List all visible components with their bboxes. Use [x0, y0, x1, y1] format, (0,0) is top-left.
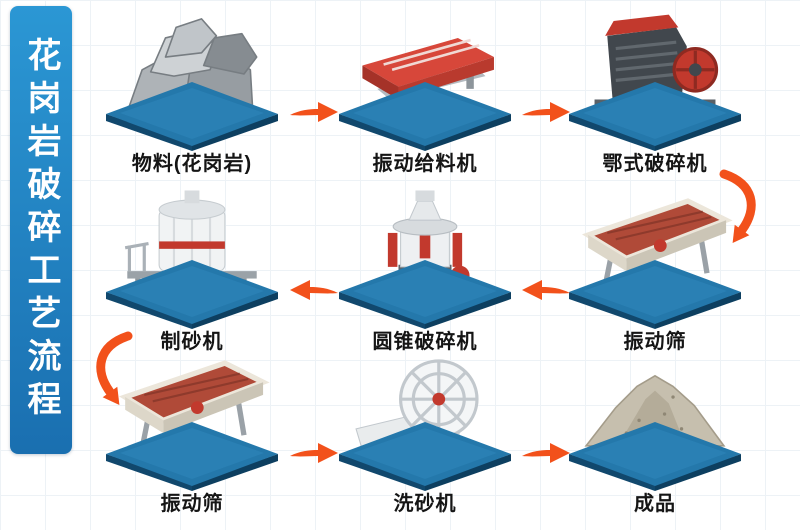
node-label: 成品: [634, 493, 676, 515]
arrow-right-row1-1: [288, 99, 340, 125]
flow-node-cone-crusher: 圆锥破碎机: [315, 178, 535, 354]
flow-node-vibrating-feeder: 振动给料机: [315, 0, 535, 176]
platform: [339, 260, 511, 329]
title-banner: 花岗岩破碎工艺流程: [10, 6, 72, 454]
arrow-curve-down-left-side: [84, 330, 148, 406]
flow-node-vibrating-screen-2: 振动筛: [82, 340, 302, 516]
arrow-left-row2-2: [288, 277, 340, 303]
node-label: 振动筛: [623, 331, 687, 353]
platform: [339, 82, 511, 151]
page-title: 花岗岩破碎工艺流程: [22, 36, 60, 424]
node-label: 圆锥破碎机: [372, 331, 478, 353]
flow-node-sand-maker: 制砂机: [82, 178, 302, 354]
flow-node-sand-washer: 洗砂机: [315, 340, 535, 516]
arrow-right-row1-2: [520, 99, 572, 125]
flow-node-material: 物料(花岗岩): [82, 0, 302, 176]
node-label: 洗砂机: [393, 493, 457, 515]
node-label: 物料(花岗岩): [131, 153, 253, 175]
node-label: 振动筛: [160, 493, 224, 515]
platform: [569, 82, 741, 151]
flow-node-jaw-crusher: 鄂式破碎机: [545, 0, 765, 176]
platform: [106, 260, 278, 329]
flow-node-finished-product: 成品: [545, 340, 765, 516]
flow-node-vibrating-screen-1: 振动筛: [545, 178, 765, 354]
node-label: 振动给料机: [372, 153, 478, 175]
platform: [339, 422, 511, 491]
platform: [569, 422, 741, 491]
arrow-right-row3-1: [288, 440, 340, 466]
arrow-curve-down-right-side: [704, 168, 768, 244]
platform: [106, 82, 278, 151]
platform: [106, 422, 278, 491]
node-label: 制砂机: [160, 331, 224, 353]
arrow-left-row2-1: [520, 277, 572, 303]
platform: [569, 260, 741, 329]
arrow-right-row3-2: [520, 440, 572, 466]
node-label: 鄂式破碎机: [602, 153, 708, 175]
